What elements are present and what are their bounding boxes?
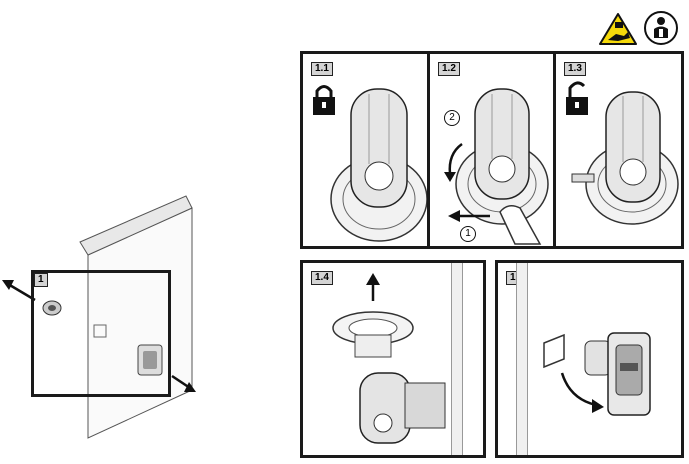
panel-step-1-3: 1.3 — [553, 51, 684, 249]
panel-step-1-4: 1.4 — [300, 260, 486, 458]
locked-padlock-icon — [313, 85, 335, 115]
cabinet-edge — [451, 263, 463, 455]
callout-2: 2 — [444, 110, 460, 126]
callout-1: 1 — [460, 226, 476, 242]
panel-step-1-5: 1.5 — [495, 260, 684, 458]
protective-gloves-icon — [643, 10, 679, 46]
step-label: 1.3 — [564, 62, 586, 76]
step-label: 1.1 — [311, 62, 333, 76]
lock-handle-turning — [444, 88, 549, 245]
lock-insertion-illustration — [543, 332, 651, 416]
lock-removal-illustration — [332, 273, 446, 444]
panel-step-1-2: 1.2 2 1 — [427, 51, 556, 249]
step-label: 1.4 — [311, 271, 333, 285]
hand-crush-warning-icon — [598, 12, 638, 46]
overview-diagram — [0, 180, 220, 440]
overview-highlight-box — [31, 270, 171, 397]
unlocked-padlock-icon — [566, 81, 588, 115]
cabinet-edge — [516, 263, 528, 455]
lock-handle-closed — [330, 88, 427, 242]
lock-handle-open — [571, 91, 679, 225]
overview-label: 1 — [34, 273, 48, 287]
step-label: 1.2 — [438, 62, 460, 76]
panel-step-1-1: 1.1 — [300, 51, 430, 249]
